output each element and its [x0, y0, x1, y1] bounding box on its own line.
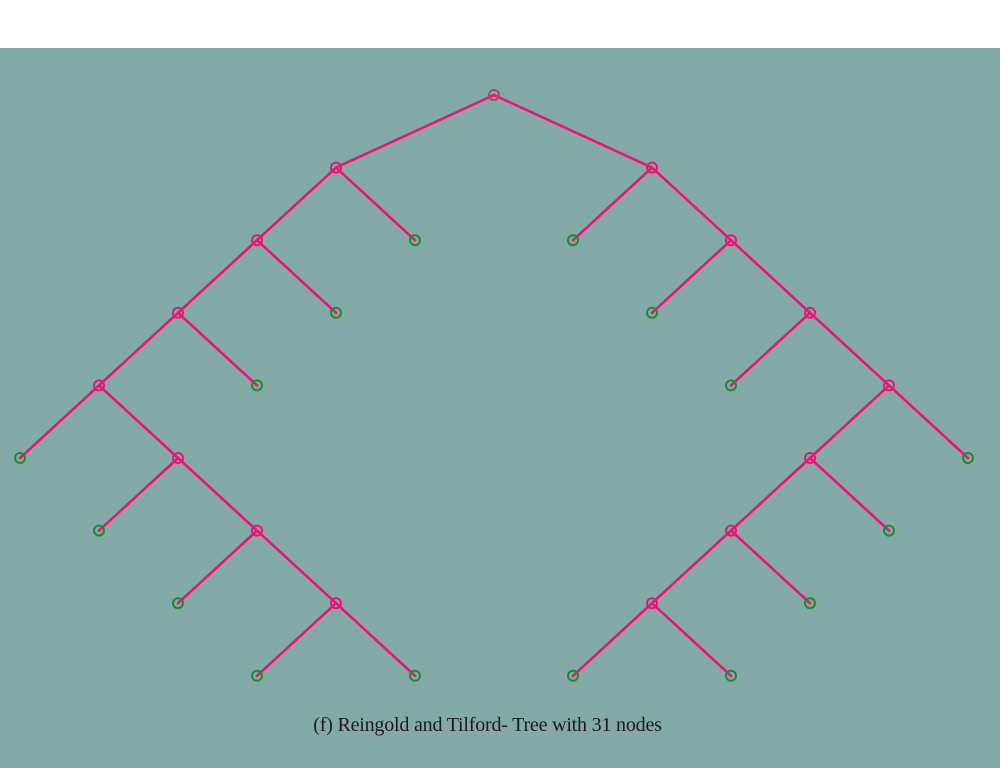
tree-root-node [488, 89, 500, 101]
tree-internal-node [251, 234, 263, 247]
tree-edge [650, 166, 733, 242]
tree-leaf-node [409, 234, 421, 247]
tree-leaf-node [251, 669, 263, 682]
tree-leaf-node [962, 452, 974, 464]
tree-edge [176, 311, 259, 387]
tree-edge [808, 384, 891, 460]
tree-internal-node [330, 161, 342, 174]
tree-internal-node [93, 379, 105, 392]
tree-edge [887, 384, 970, 460]
tree-edge [97, 311, 180, 387]
tree-internal-node [804, 306, 816, 319]
tree-leaf-node [251, 379, 263, 392]
tree-leaf-node [172, 597, 184, 610]
tree-edge [18, 384, 101, 460]
tree-internal-node [172, 306, 184, 319]
tree-leaf-node [93, 524, 105, 537]
tree-leaf-node [725, 379, 737, 392]
tree-edge [729, 529, 812, 605]
tree-internal-node [725, 524, 737, 537]
tree-edge [334, 166, 417, 242]
tree-edge [650, 529, 733, 605]
tree-edge [808, 311, 891, 387]
tree-internal-node [646, 597, 658, 610]
tree-edge [492, 93, 654, 169]
tree-leaf-node [883, 524, 895, 537]
tree-edge [571, 601, 654, 678]
tree-leaf-node [646, 306, 658, 319]
figure-caption: (f) Reingold and Tilford- Tree with 31 n… [313, 714, 662, 736]
tree-nodes [14, 89, 974, 682]
tree-edge [571, 166, 654, 242]
tree-edge [97, 384, 180, 460]
tree-leaf-node [567, 669, 579, 682]
tree-internal-node [804, 452, 816, 464]
tree-edge [729, 456, 812, 532]
tree-leaf-node [725, 669, 737, 682]
tree-leaf-node [330, 306, 342, 319]
tree-internal-node [883, 379, 895, 392]
tree-edge [729, 311, 812, 387]
tree-edge [176, 238, 259, 315]
tree-internal-node [172, 452, 184, 464]
tree-edge [255, 601, 338, 678]
tree-diagram [0, 48, 1000, 768]
tree-leaf-node [14, 452, 26, 464]
tree-edge [255, 529, 338, 605]
tree-edge [334, 601, 417, 678]
tree-edge [650, 238, 733, 315]
tree-edge [97, 456, 180, 532]
tree-canvas [0, 48, 1000, 768]
tree-edge [334, 93, 496, 169]
tree-edge [176, 456, 259, 532]
tree-internal-node [251, 524, 263, 537]
diagram-background [0, 48, 1000, 768]
tree-edge [255, 166, 338, 242]
tree-edge [255, 238, 338, 315]
top-margin [0, 0, 1000, 48]
tree-internal-node [330, 597, 342, 610]
tree-edge [729, 238, 812, 315]
tree-edge [176, 529, 259, 605]
tree-internal-node [646, 161, 658, 174]
tree-internal-node [725, 234, 737, 247]
tree-edges [18, 93, 970, 678]
tree-edge [650, 601, 733, 678]
tree-leaf-node [409, 669, 421, 682]
tree-edge [808, 456, 891, 532]
tree-leaf-node [567, 234, 579, 247]
tree-leaf-node [804, 597, 816, 610]
